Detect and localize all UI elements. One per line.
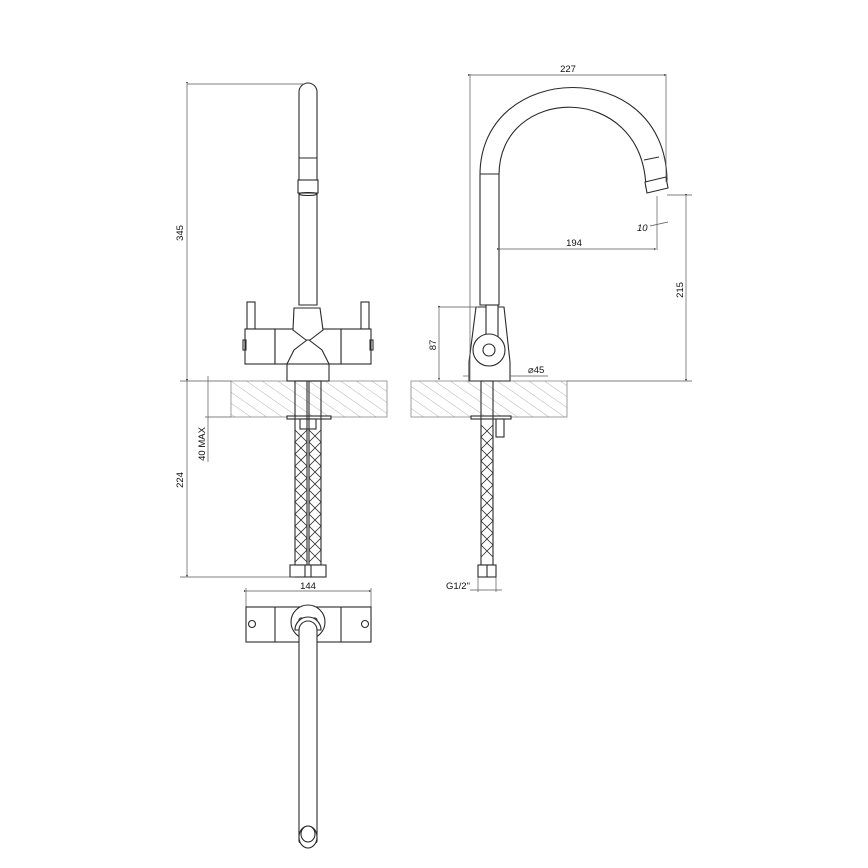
front-view: 345 224 40 MAX [175, 81, 388, 578]
dim-under-counter: 224 [175, 472, 186, 488]
spout-top [298, 617, 318, 844]
braided-hoses-front [289, 380, 327, 578]
spout-gooseneck [479, 87, 668, 306]
braided-hose-side [477, 380, 497, 578]
dim-spout-height: 215 [675, 282, 686, 298]
dim-body-height: 87 [428, 340, 439, 351]
handle-left [246, 301, 256, 330]
dim-reach: 194 [566, 238, 582, 249]
side-view: 227 194 10 215 87 ⌀45 G1/2" [410, 64, 692, 592]
dim-body-width: 144 [300, 581, 316, 592]
dim-total-height: 345 [175, 225, 186, 241]
dim-thread: G1/2" [446, 581, 470, 592]
dim-countertop-max: 40 MAX [197, 426, 208, 460]
spout-front [298, 82, 318, 306]
dim-reach-total: 227 [560, 64, 576, 75]
countertop-section-side [410, 380, 568, 418]
top-view: 144 [243, 581, 372, 849]
dim-base-diameter: ⌀45 [528, 365, 544, 376]
handle-right [360, 301, 370, 330]
dim-outlet-angle: 10 [637, 223, 648, 234]
